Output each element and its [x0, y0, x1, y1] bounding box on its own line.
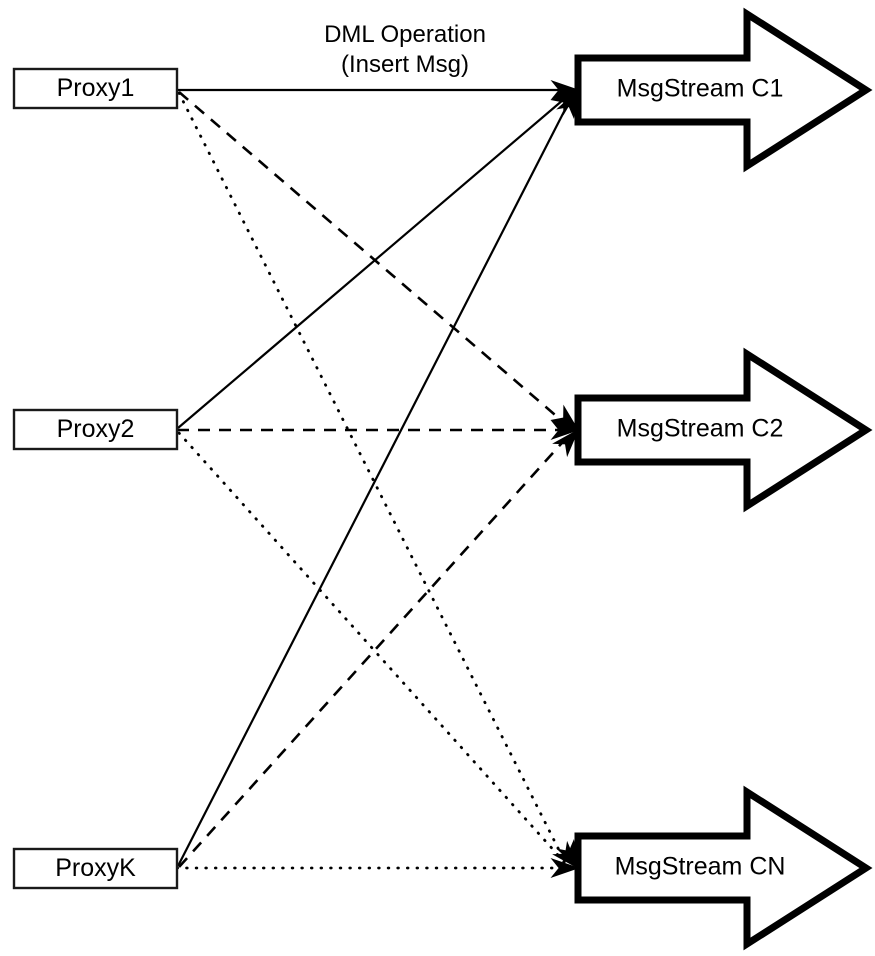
stream-node-stream_cn[interactable]: MsgStream CN: [574, 785, 873, 951]
link-p1-cn: [177, 91, 568, 866]
edge-label-line-1: DML Operation: [324, 21, 486, 48]
link-pk-c1: [177, 95, 573, 867]
stream-arrow-shape-stream_c2: [574, 347, 873, 513]
proxy-node-proxy1[interactable]: Proxy1: [12, 67, 179, 110]
edge-label-group: DML Operation (Insert Msg): [324, 21, 486, 78]
proxy-label-proxyk: ProxyK: [55, 854, 136, 882]
proxy-node-proxyk[interactable]: ProxyK: [12, 847, 179, 890]
proxy-box-proxy1: [12, 67, 179, 110]
stream-label-stream_c2: MsgStream C2: [617, 415, 784, 443]
stream-node-stream_c1[interactable]: MsgStream C1: [574, 7, 873, 173]
proxy-box-proxy2: [12, 408, 179, 451]
arrowhead-head-c2-b: [550, 404, 580, 431]
arrowhead-head-c1-a: [550, 79, 580, 101]
links-layer: [175, 88, 573, 870]
stream-arrow-shape-stream_cn: [574, 785, 873, 951]
proxy-label-proxy1: Proxy1: [57, 74, 135, 102]
proxy-node-proxy2[interactable]: Proxy2: [12, 408, 179, 451]
streams-layer: MsgStream C1 MsgStream C2 MsgStream CN: [574, 7, 873, 951]
edge-label-line-2: (Insert Msg): [341, 51, 469, 78]
stream-arrow-shape-stream_c1: [574, 7, 873, 173]
arrowhead-head-c2-a: [550, 419, 580, 441]
arrowhead-head-c2-c: [552, 428, 580, 458]
stream-label-stream_c1: MsgStream C1: [617, 75, 784, 103]
proxy-box-proxyk: [12, 847, 179, 890]
arrowhead-head-cn-c: [552, 840, 580, 870]
stream-node-stream_c2[interactable]: MsgStream C2: [574, 347, 873, 513]
arrowheads-layer: [550, 79, 580, 879]
link-p1-c2: [178, 91, 569, 427]
link-pk-c2: [178, 433, 571, 868]
link-p2-c1: [177, 93, 571, 429]
arrowhead-head-cn-a: [550, 857, 580, 879]
stream-label-stream_cn: MsgStream CN: [615, 853, 786, 881]
proxy-label-proxy2: Proxy2: [57, 415, 135, 443]
link-p2-cn: [177, 431, 568, 866]
